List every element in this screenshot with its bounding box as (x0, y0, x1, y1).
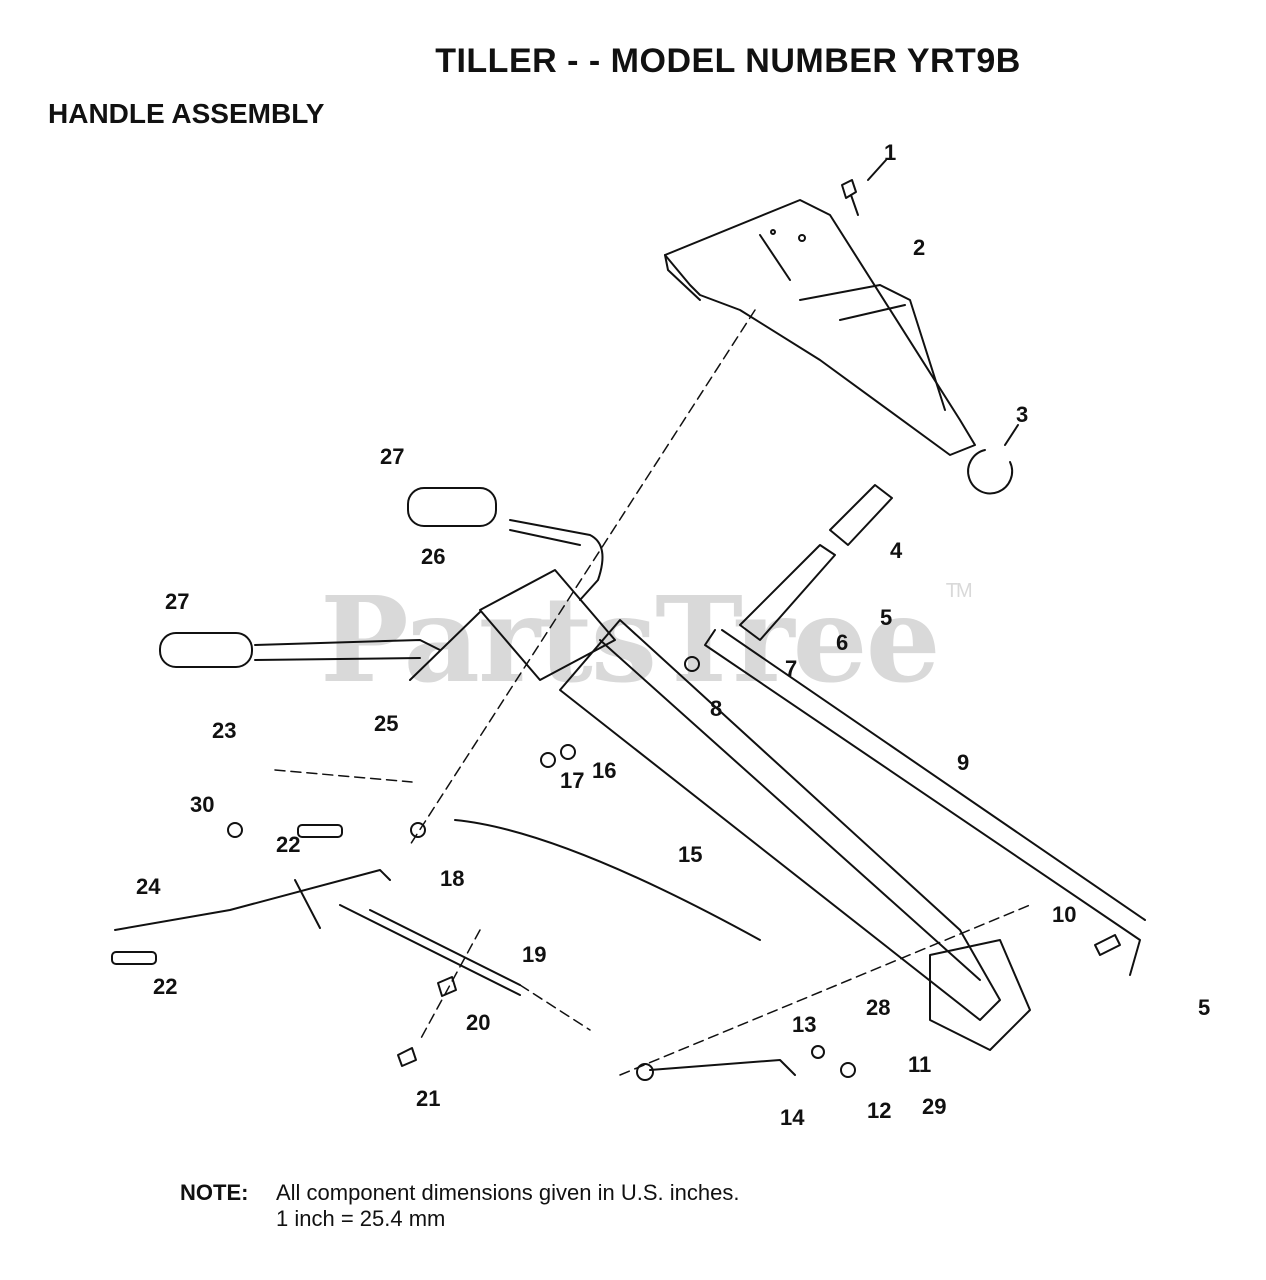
callout-30: 30 (190, 792, 214, 817)
callout-7: 7 (785, 656, 797, 681)
handlebar (254, 519, 604, 661)
grip-lower (159, 632, 253, 668)
callout-25: 25 (374, 711, 398, 736)
page-title: TILLER - - MODEL NUMBER YRT9B (435, 42, 1021, 80)
callout-6: 6 (836, 630, 848, 655)
watermark-text: PartsTree (320, 570, 941, 709)
lever-grip-4 (829, 484, 893, 546)
callout-20: 20 (466, 1010, 490, 1035)
callout-10: 10 (1052, 902, 1076, 927)
callout-15: 15 (678, 842, 702, 867)
rod-9 (704, 629, 1146, 976)
watermark-tm: TM (945, 580, 973, 602)
callout-13: 13 (792, 1012, 816, 1037)
callout-18: 18 (440, 866, 464, 891)
callout-26: 26 (421, 544, 445, 569)
callout-11: 11 (908, 1052, 931, 1077)
callout-14: 14 (780, 1105, 805, 1130)
dimension-note: NOTE: All component dimensions given in U… (180, 1180, 739, 1232)
callout-23: 23 (212, 718, 236, 743)
section-title: HANDLE ASSEMBLY (48, 98, 325, 129)
callout-2: 2 (913, 235, 925, 260)
callout-17: 17 (560, 768, 584, 793)
shift-lever-14 (636, 1059, 796, 1081)
screw-1 (841, 159, 887, 216)
console-cover (664, 199, 976, 456)
callout-16: 16 (592, 758, 616, 783)
lever-7 (739, 544, 836, 641)
note-line-2: 1 inch = 25.4 mm (276, 1206, 446, 1231)
callout-19: 19 (522, 942, 546, 967)
callout-4: 4 (890, 538, 903, 563)
watermark: PartsTree TM (320, 570, 973, 709)
ring-clip-3 (967, 424, 1019, 495)
callout-22-lower: 22 (153, 974, 177, 999)
note-line-1: All component dimensions given in U.S. i… (276, 1180, 740, 1205)
callout-24: 24 (136, 874, 161, 899)
callout-9: 9 (957, 750, 969, 775)
spring-22-upper (297, 824, 343, 838)
note-label: NOTE: (180, 1180, 249, 1205)
callout-21: 21 (416, 1086, 440, 1111)
rod-24 (114, 869, 391, 931)
cable (339, 819, 761, 996)
callout-12: 12 (867, 1098, 891, 1123)
callout-28: 28 (866, 995, 890, 1020)
callout-5: 5 (880, 605, 892, 630)
callout-1: 1 (884, 140, 896, 165)
callout-5-lower: 5 (1198, 995, 1210, 1020)
callout-3: 3 (1016, 402, 1028, 427)
spring-22-lower (111, 951, 157, 965)
reference-lines (274, 309, 1031, 1076)
lower-bracket (929, 939, 1031, 1051)
hardware (227, 656, 1121, 1078)
callouts: 1 2 3 4 5 6 7 8 9 10 11 12 13 14 15 16 1… (136, 140, 1210, 1130)
handle-tube (559, 619, 1001, 1021)
grip-upper (407, 487, 497, 527)
handle-bracket (409, 569, 616, 681)
callout-22-upper: 22 (276, 832, 300, 857)
callout-27-upper: 27 (380, 444, 404, 469)
callout-27-lower: 27 (165, 589, 189, 614)
callout-29: 29 (922, 1094, 946, 1119)
callout-8: 8 (710, 696, 722, 721)
